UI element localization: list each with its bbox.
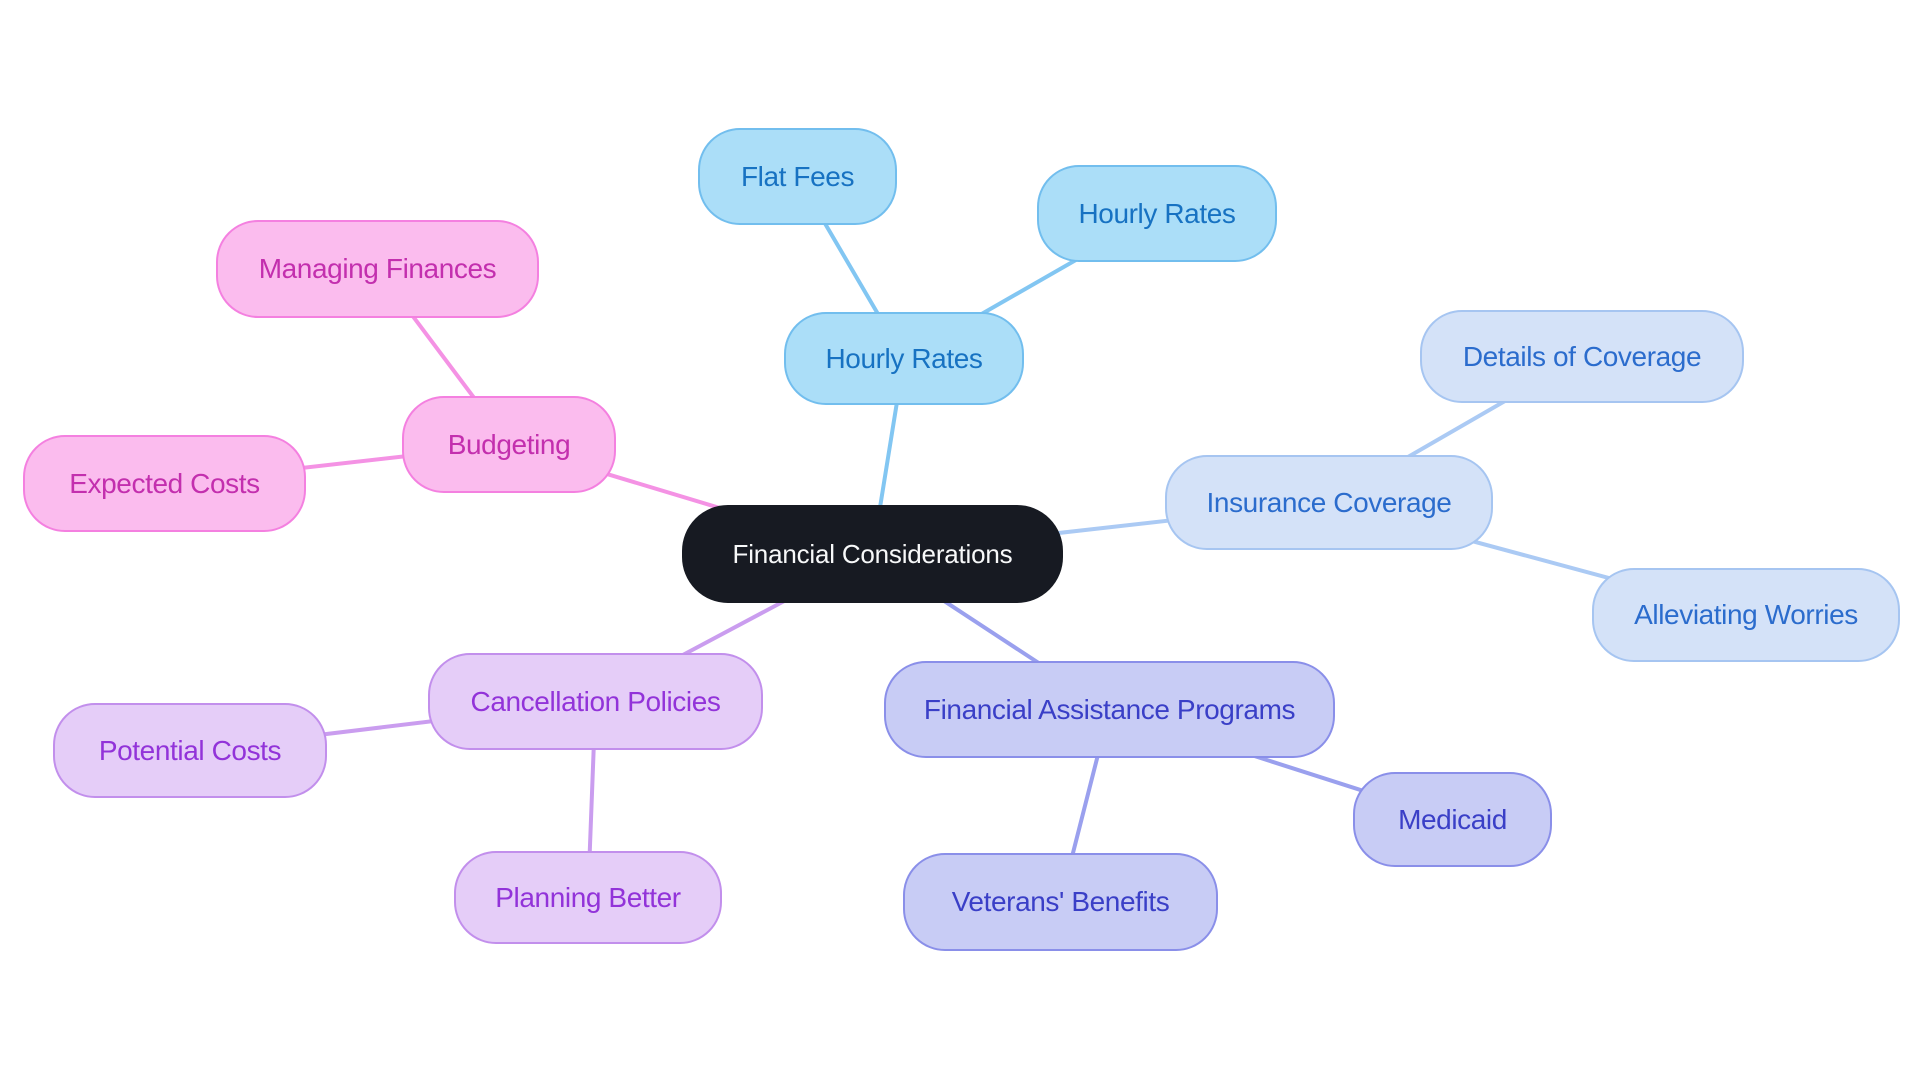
node-label-veterans-benefits: Veterans' Benefits: [951, 886, 1170, 917]
node-planning-better[interactable]: Planning Better: [454, 851, 722, 944]
node-label-planning-better: Planning Better: [495, 881, 681, 913]
node-label-medicaid: Medicaid: [1398, 803, 1507, 835]
node-label-hourly-rates: Hourly Rates: [825, 342, 983, 374]
node-label-managing-finances: Managing Finances: [258, 253, 497, 284]
node-budgeting[interactable]: Budgeting: [402, 396, 616, 493]
node-financial-assistance-programs[interactable]: Financial Assistance Programs: [884, 661, 1335, 758]
node-label-flat-fees: Flat Fees: [740, 160, 855, 192]
node-medicaid[interactable]: Medicaid: [1353, 772, 1552, 867]
node-label-insurance-coverage: Insurance Coverage: [1206, 486, 1452, 518]
node-flat-fees[interactable]: Flat Fees: [698, 128, 897, 225]
node-cancellation-policies[interactable]: Cancellation Policies: [428, 653, 763, 750]
node-veterans-benefits[interactable]: Veterans' Benefits: [903, 853, 1218, 951]
node-financial-considerations[interactable]: Financial Considerations: [682, 505, 1063, 603]
node-hourly-rates[interactable]: Hourly Rates: [784, 312, 1024, 405]
node-label-potential-costs: Potential Costs: [98, 734, 282, 766]
node-managing-finances[interactable]: Managing Finances: [216, 220, 539, 318]
node-details-of-coverage[interactable]: Details of Coverage: [1420, 310, 1744, 403]
node-expected-costs[interactable]: Expected Costs: [23, 435, 306, 532]
node-label-financial-assistance-programs: Financial Assistance Programs: [923, 693, 1296, 725]
node-insurance-coverage[interactable]: Insurance Coverage: [1165, 455, 1493, 550]
node-label-cancellation-policies: Cancellation Policies: [470, 685, 721, 717]
node-label-financial-considerations: Financial Considerations: [732, 538, 1013, 569]
node-alleviating-worries[interactable]: Alleviating Worries: [1592, 568, 1900, 662]
node-label-budgeting: Budgeting: [447, 428, 571, 460]
node-label-details-of-coverage: Details of Coverage: [1462, 340, 1702, 372]
node-hourly-rates-sub[interactable]: Hourly Rates: [1037, 165, 1277, 262]
node-potential-costs[interactable]: Potential Costs: [53, 703, 327, 798]
node-label-expected-costs: Expected Costs: [69, 467, 260, 499]
node-label-hourly-rates-sub: Hourly Rates: [1078, 197, 1236, 229]
node-label-alleviating-worries: Alleviating Worries: [1634, 599, 1858, 630]
